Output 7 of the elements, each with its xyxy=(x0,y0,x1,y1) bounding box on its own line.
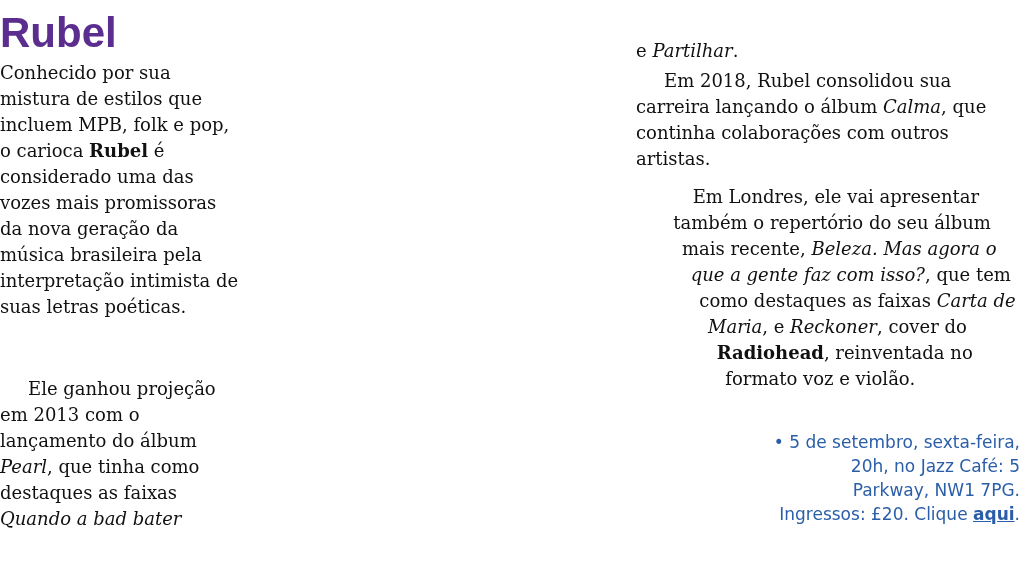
article-paragraph: Em Londres, ele vai apresentar também o repertório do seu álbum mais recente, Beleza. Mas agora o que a gente faz com isso?, que tem como destaques as faixas Carta de Maria, e Reckoner, cover do Radiohead, reinventada no formato voz e violão. xyxy=(672,185,1017,391)
article-paragraph: e Partilhar. xyxy=(636,39,740,63)
event-info-note: • 5 de setembro, sexta-feira, 20h, no Jazz Café: 5 Parkway, NW1 7PG. Ingressos: £20. Clique aqui. xyxy=(772,431,1020,526)
article-paragraph: Ele ganhou projeção em 2013 com o lançamento do álbum Pearl, que tinha como destaques as faixas Quando a bad bater xyxy=(0,377,217,531)
article-paragraph: Conhecido por sua mistura de estilos que incluem MPB, folk e pop, o carioca Rubel é considerado uma das vozes mais promissoras da nova geração da música brasileira pela interpretação intimista de suas letras poéticas. xyxy=(0,61,240,319)
article-paragraph: Em 2018, Rubel consolidou sua carreira lançando o álbum Calma, que continha colaborações com outros artistas. xyxy=(636,69,988,171)
article-heading: Rubel xyxy=(0,8,117,58)
